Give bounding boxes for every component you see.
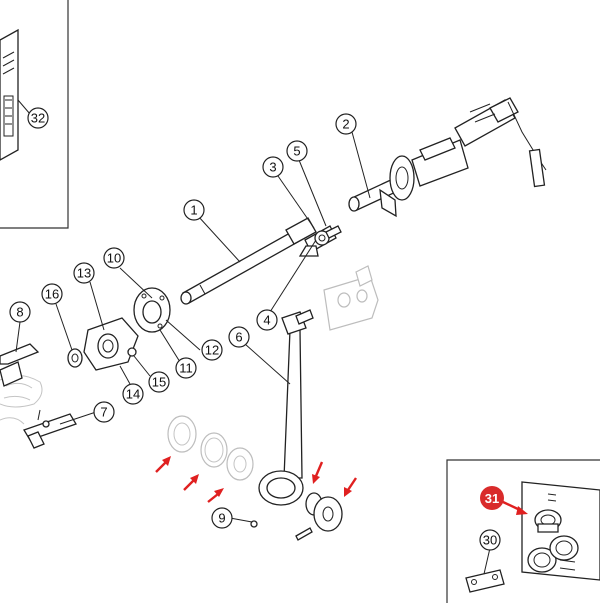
inset-frame-top-left: 32 bbox=[0, 0, 69, 229]
highlight-arrows bbox=[155, 456, 357, 503]
callout-5: 5 bbox=[293, 144, 300, 159]
callout-11: 11 bbox=[179, 361, 193, 376]
callouts: 1 2 3 5 4 6 8 7 9 10 13 16 12 11 15 14 bbox=[9, 113, 357, 529]
callout-4: 4 bbox=[263, 313, 270, 328]
callout-32: 32 bbox=[31, 111, 45, 126]
callout-7: 7 bbox=[100, 405, 107, 420]
callout-10: 10 bbox=[107, 251, 121, 266]
callout-13: 13 bbox=[77, 266, 91, 281]
left-components bbox=[0, 287, 171, 449]
ghost-parts bbox=[0, 265, 379, 481]
right-mechanism bbox=[348, 97, 547, 218]
main-shaft bbox=[180, 217, 317, 305]
callout-2: 2 bbox=[342, 117, 349, 132]
callout-31: 31 bbox=[485, 491, 499, 506]
callout-15: 15 bbox=[152, 375, 166, 390]
callout-14: 14 bbox=[126, 387, 140, 402]
leader-lines bbox=[15, 131, 371, 523]
callout-9: 9 bbox=[218, 511, 225, 526]
callout-16: 16 bbox=[45, 287, 59, 302]
badge-31 bbox=[480, 486, 504, 510]
callout-3: 3 bbox=[269, 160, 276, 175]
callout-12: 12 bbox=[205, 343, 219, 358]
inset-frame-bottom-right: 30 31 bbox=[446, 459, 600, 603]
callout-30: 30 bbox=[483, 533, 497, 548]
connecting-rod bbox=[250, 309, 343, 541]
callout-1: 1 bbox=[190, 203, 197, 218]
callout-6: 6 bbox=[235, 330, 242, 345]
callout-8: 8 bbox=[16, 305, 23, 320]
